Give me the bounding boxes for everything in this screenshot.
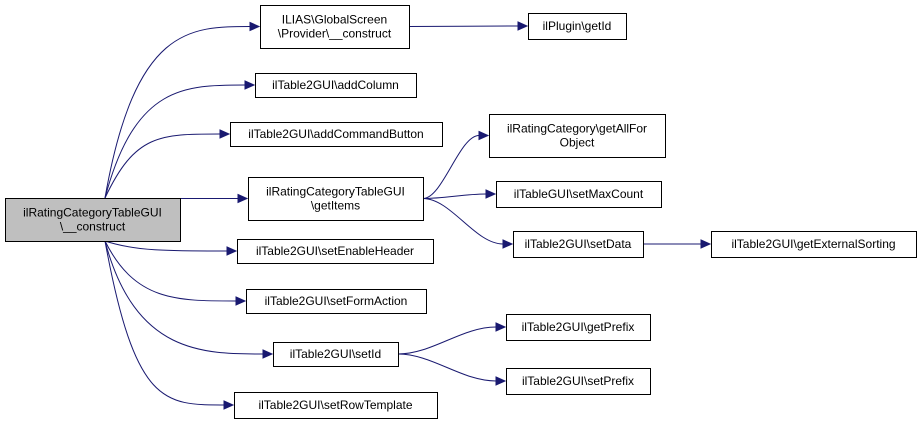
node-box [237, 239, 434, 264]
edge-root-setid [104, 240, 274, 359]
node-setprefix[interactable]: ilTable2GUI\setPrefix [506, 368, 651, 395]
node-addcmd[interactable]: ilTable2GUI\addCommandButton [230, 122, 443, 147]
node-rowtpl[interactable]: ilTable2GUI\setRowTemplate [234, 392, 438, 419]
edge-root-addcmd [104, 129, 231, 199]
node-extsort[interactable]: ilTable2GUI\getExternalSorting [711, 231, 917, 258]
node-box [246, 289, 427, 314]
edge-root-rowtpl [104, 240, 235, 410]
edge-getitems-setdata [422, 198, 514, 249]
edge-setdata-extsort [643, 239, 712, 249]
node-label: ILIAS\GlobalScreen [282, 13, 387, 27]
node-plugin[interactable]: ilPlugin\getId [528, 13, 627, 40]
node-enhead[interactable]: ilTable2GUI\setEnableHeader [237, 239, 434, 264]
edge-getitems-maxcount [422, 189, 497, 199]
node-box [506, 368, 651, 395]
node-label: ilTable2GUI\setId [290, 347, 381, 361]
node-label: ilTable2GUI\setEnableHeader [256, 244, 414, 258]
node-label: ilRatingCategoryTableGUI [23, 206, 162, 220]
node-getitems[interactable]: ilRatingCategoryTableGUI\getItems [248, 177, 424, 221]
node-root[interactable]: ilRatingCategoryTableGUI\__construct [5, 198, 181, 242]
node-label: ilRatingCategoryTableGUI [266, 185, 405, 199]
edge-setid-getprefix [397, 322, 507, 355]
node-box [260, 5, 410, 49]
node-formact[interactable]: ilTable2GUI\setFormAction [246, 289, 427, 314]
node-setdata[interactable]: ilTable2GUI\setData [513, 231, 644, 258]
node-label: ilTable2GUI\addCommandButton [248, 127, 423, 141]
node-box [234, 392, 438, 419]
node-box [528, 13, 627, 40]
edge-root-getitems [180, 193, 249, 204]
node-label: ilTable2GUI\setRowTemplate [258, 398, 412, 412]
node-box [711, 231, 917, 258]
edge-root-formact [104, 240, 247, 306]
node-addcol[interactable]: ilTable2GUI\addColumn [255, 73, 417, 98]
node-box [230, 122, 443, 147]
node-glob[interactable]: ILIAS\GlobalScreen\Provider\__construct [260, 5, 410, 49]
node-label: ilTable2GUI\setData [525, 237, 632, 251]
node-label: ilTable2GUI\setPrefix [522, 374, 634, 388]
node-label: ilTable2GUI\getExternalSorting [731, 237, 895, 251]
node-label: ilTable2GUI\addColumn [272, 78, 399, 92]
node-label: \Provider\__construct [278, 27, 392, 41]
node-label: ilRatingCategory\getAllFor [507, 122, 647, 136]
node-label: \__construct [60, 220, 126, 234]
node-box [489, 114, 666, 158]
node-box [506, 314, 651, 341]
node-box [513, 231, 644, 258]
node-maxcount[interactable]: ilTableGUI\setMaxCount [496, 181, 662, 208]
edge-getitems-getall [422, 130, 490, 199]
node-label: \getItems [311, 199, 360, 213]
edge-setid-setprefix [397, 353, 507, 386]
edge-root-glob [104, 21, 261, 199]
node-label: ilTable2GUI\setFormAction [265, 294, 408, 308]
node-box [5, 198, 181, 242]
node-box [273, 342, 399, 367]
node-getprefix[interactable]: ilTable2GUI\getPrefix [506, 314, 651, 341]
node-setid[interactable]: ilTable2GUI\setId [273, 342, 399, 367]
node-box [255, 73, 417, 98]
edge-root-enhead [104, 240, 238, 256]
node-box [248, 177, 424, 221]
node-label: Object [560, 136, 595, 150]
node-label: ilTable2GUI\getPrefix [522, 320, 635, 334]
node-label: ilPlugin\getId [543, 19, 612, 33]
edge-root-addcol [104, 80, 256, 199]
edge-glob-plugin [408, 21, 529, 31]
node-box [496, 181, 662, 208]
node-label: ilTableGUI\setMaxCount [514, 187, 644, 201]
